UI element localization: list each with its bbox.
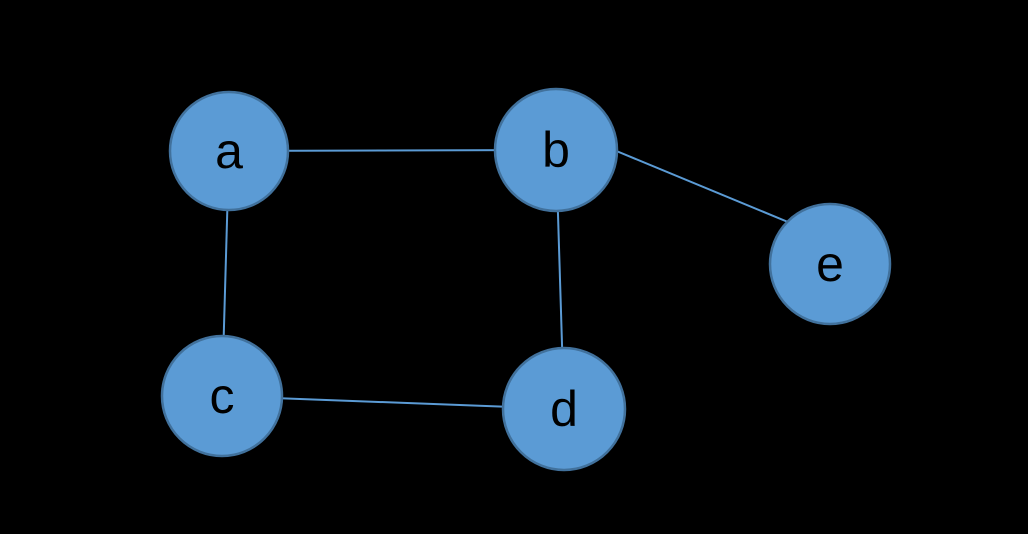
labels-layer: a b c d e bbox=[210, 122, 844, 437]
node-d-label: d bbox=[550, 381, 578, 437]
node-a bbox=[168, 90, 290, 212]
node-b-label: b bbox=[542, 122, 570, 178]
node-b bbox=[493, 87, 619, 213]
node-d bbox=[501, 346, 627, 472]
node-c-label: c bbox=[210, 368, 235, 424]
node-e-label: e bbox=[816, 236, 844, 292]
edge-b-e bbox=[613, 149, 801, 228]
node-e bbox=[768, 202, 892, 326]
node-c bbox=[160, 334, 284, 458]
node-a-label: a bbox=[215, 123, 243, 179]
nodes-layer bbox=[160, 87, 892, 472]
